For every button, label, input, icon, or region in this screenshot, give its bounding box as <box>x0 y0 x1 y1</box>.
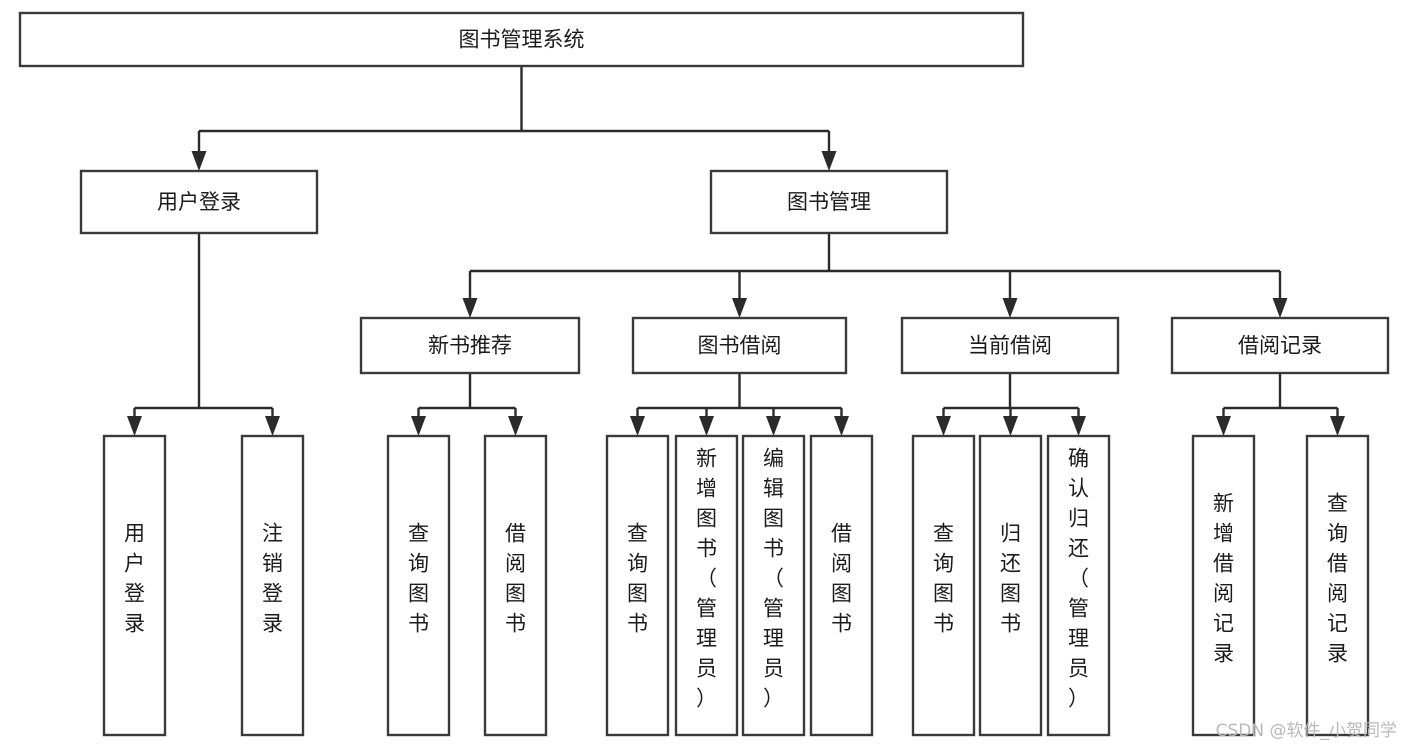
node-label-book-management: 图书管理 <box>787 190 871 214</box>
node-leaf-edit-book[interactable]: 编辑图书（管理员） <box>741 434 806 737</box>
node-leaf-logout[interactable]: 注销登录 <box>240 434 305 737</box>
arrow-head-icon <box>1330 416 1345 436</box>
node-box-leaf-edit-book[interactable] <box>741 434 806 737</box>
node-label-leaf-logout: 注销登录 <box>262 522 283 636</box>
node-box-leaf-query-book-1[interactable] <box>386 434 451 737</box>
node-leaf-borrow-book-2[interactable]: 借阅图书 <box>809 434 874 737</box>
node-box-leaf-user-login[interactable] <box>102 434 167 737</box>
arrow-head-icon <box>1002 298 1018 318</box>
node-user-login[interactable]: 用户登录 <box>79 169 319 235</box>
node-box-leaf-logout[interactable] <box>240 434 305 737</box>
node-label-leaf-query-book-1: 查询图书 <box>408 522 429 636</box>
node-box-user-login[interactable] <box>79 169 319 235</box>
node-box-current-borrow[interactable] <box>900 316 1120 375</box>
node-leaf-borrow-book-1[interactable]: 借阅图书 <box>483 434 548 737</box>
node-book-borrow[interactable]: 图书借阅 <box>631 316 848 375</box>
arrow-head-icon <box>265 416 280 436</box>
arrow-head-icon <box>732 298 747 318</box>
node-box-leaf-borrow-book-2[interactable] <box>809 434 874 737</box>
node-box-leaf-add-record[interactable] <box>1191 434 1256 737</box>
arrow-head-icon <box>508 416 523 436</box>
node-book-management[interactable]: 图书管理 <box>709 169 949 235</box>
node-label-leaf-edit-book: 编辑图书（管理员） <box>763 447 784 711</box>
node-label-leaf-borrow-book-2: 借阅图书 <box>831 522 852 636</box>
arrow-head-icon <box>1071 416 1086 436</box>
node-box-leaf-return-book[interactable] <box>978 434 1043 737</box>
node-label-leaf-confirm-return: 确认归还（管理员） <box>1068 447 1089 711</box>
node-box-leaf-borrow-book-1[interactable] <box>483 434 548 737</box>
arrow-head-icon <box>821 151 837 171</box>
arrow-head-icon <box>936 416 951 436</box>
node-label-undefined: 图书管理系统 <box>459 28 585 52</box>
node-label-leaf-borrow-book-1: 借阅图书 <box>505 522 526 636</box>
nodes-layer: 图书管理系统用户登录图书管理新书推荐图书借阅当前借阅借阅记录用户登录注销登录查询… <box>18 11 1390 737</box>
node-leaf-add-record[interactable]: 新增借阅记录 <box>1191 434 1256 737</box>
arrow-head-icon <box>411 416 426 436</box>
arrow-head-icon <box>462 298 478 318</box>
node-box-new-book-recommend[interactable] <box>359 316 581 375</box>
node-box-leaf-query-book-3[interactable] <box>911 434 976 737</box>
node-box-undefined[interactable] <box>18 11 1025 68</box>
node-leaf-confirm-return[interactable]: 确认归还（管理员） <box>1046 434 1111 737</box>
arrow-head-icon <box>1003 416 1018 436</box>
node-label-leaf-user-login: 用户登录 <box>124 522 145 636</box>
node-new-book-recommend[interactable]: 新书推荐 <box>359 316 581 375</box>
arrow-head-icon <box>1216 416 1231 436</box>
node-label-leaf-query-record: 查询借阅记录 <box>1327 492 1348 666</box>
node-box-leaf-confirm-return[interactable] <box>1046 434 1111 737</box>
connectors-layer <box>127 66 1345 436</box>
node-label-leaf-query-book-2: 查询图书 <box>627 522 648 636</box>
node-label-current-borrow: 当前借阅 <box>968 334 1052 358</box>
node-leaf-query-book-2[interactable]: 查询图书 <box>605 434 670 737</box>
arrow-head-icon <box>630 416 645 436</box>
node-label-user-login: 用户登录 <box>157 190 241 214</box>
node-box-leaf-add-book[interactable] <box>674 434 739 737</box>
arrow-head-icon <box>699 416 714 436</box>
node-leaf-query-record[interactable]: 查询借阅记录 <box>1305 434 1370 737</box>
node-label-leaf-add-record: 新增借阅记录 <box>1213 492 1234 666</box>
node-box-leaf-query-book-2[interactable] <box>605 434 670 737</box>
arrow-head-icon <box>834 416 849 436</box>
arrow-head-icon <box>766 416 781 436</box>
csdn-watermark: CSDN @软件_小贺同学 <box>1215 721 1397 741</box>
node-label-leaf-query-book-3: 查询图书 <box>933 522 954 636</box>
node-current-borrow[interactable]: 当前借阅 <box>900 316 1120 375</box>
node-box-borrow-record[interactable] <box>1170 316 1390 375</box>
node-label-leaf-return-book: 归还图书 <box>1000 522 1021 636</box>
node-leaf-user-login[interactable]: 用户登录 <box>102 434 167 737</box>
node-leaf-return-book[interactable]: 归还图书 <box>978 434 1043 737</box>
arrow-head-icon <box>1272 298 1288 318</box>
node-box-book-management[interactable] <box>709 169 949 235</box>
arrow-head-icon <box>127 416 142 436</box>
node-label-leaf-add-book: 新增图书（管理员） <box>696 447 717 711</box>
node-box-leaf-query-record[interactable] <box>1305 434 1370 737</box>
node-box-book-borrow[interactable] <box>631 316 848 375</box>
arrow-head-icon <box>191 151 207 171</box>
node-label-new-book-recommend: 新书推荐 <box>428 334 512 358</box>
node-leaf-query-book-1[interactable]: 查询图书 <box>386 434 451 737</box>
node-leaf-query-book-3[interactable]: 查询图书 <box>911 434 976 737</box>
node-label-book-borrow: 图书借阅 <box>698 334 782 358</box>
node-borrow-record[interactable]: 借阅记录 <box>1170 316 1390 375</box>
node-label-borrow-record: 借阅记录 <box>1238 334 1322 358</box>
node-undefined[interactable]: 图书管理系统 <box>18 11 1025 68</box>
node-leaf-add-book[interactable]: 新增图书（管理员） <box>674 434 739 737</box>
